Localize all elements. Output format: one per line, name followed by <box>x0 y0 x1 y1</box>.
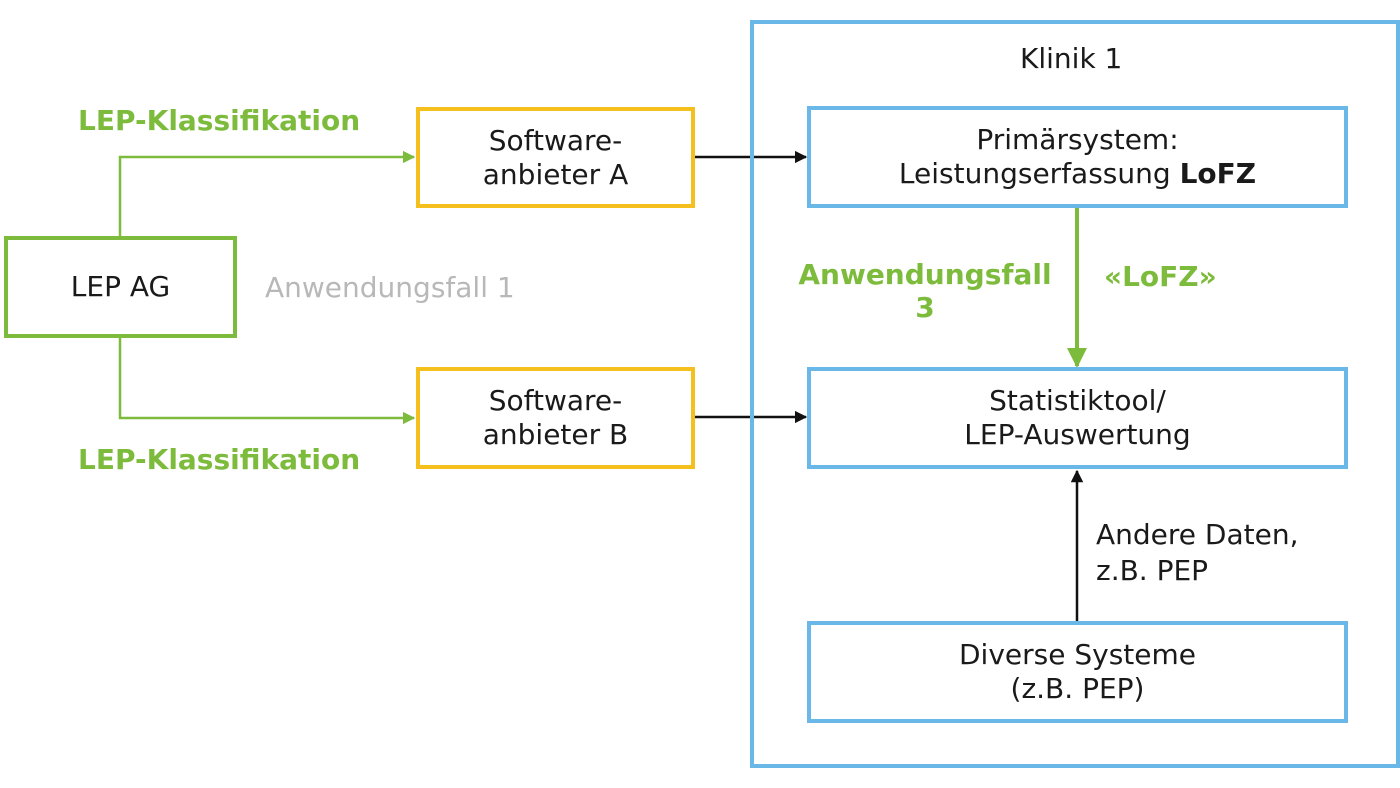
clinic-title: Klinik 1 <box>1020 42 1123 75</box>
primary-system-node: Primärsystem: Leistungserfassung LoFZ <box>807 106 1348 208</box>
primary-line1: Primärsystem: <box>976 123 1179 156</box>
vendor-b-node: Software- anbieter B <box>416 367 695 469</box>
other-data-line2: z.B. PEP <box>1096 554 1209 587</box>
classification-label-top: LEP-Klassifikation <box>78 104 361 137</box>
diverse-line2: (z.B. PEP) <box>1010 672 1145 705</box>
use-case-3-line1: Anwendungsfall <box>798 258 1052 291</box>
stats-line1: Statistiktool/ <box>989 384 1166 417</box>
vendor-a-node: Software- anbieter A <box>416 107 695 208</box>
use-case-3-line2: 3 <box>915 291 935 324</box>
vendor-b-line1: Software- <box>488 384 623 417</box>
primary-line2-text: Leistungserfassung <box>898 157 1171 190</box>
statistics-tool-node: Statistiktool/ LEP-Auswertung <box>807 367 1348 469</box>
diverse-systems-node: Diverse Systeme (z.B. PEP) <box>807 621 1348 723</box>
lep-ag-node: LEP AG <box>4 236 237 338</box>
diverse-line1: Diverse Systeme <box>958 638 1196 671</box>
primary-line2: Leistungserfassung LoFZ <box>899 157 1256 191</box>
arrow-lep-to-vendor-b <box>118 338 416 425</box>
classification-label-bottom: LEP-Klassifikation <box>78 443 361 476</box>
primary-line2-bold: LoFZ <box>1179 157 1257 190</box>
stats-line2: LEP-Auswertung <box>964 418 1191 451</box>
other-data-line1: Andere Daten, <box>1096 518 1299 551</box>
use-case-3-label: Anwendungsfall 3 <box>790 258 1060 324</box>
lep-ag-label: LEP AG <box>70 270 171 303</box>
vendor-a-line2: anbieter A <box>482 157 629 191</box>
vendor-a-line1: Software- <box>488 123 623 157</box>
use-case-1-label: Anwendungsfall 1 <box>265 271 515 304</box>
other-data-label: Andere Daten, z.B. PEP <box>1096 517 1299 589</box>
arrow-lep-to-vendor-a <box>118 150 416 236</box>
vendor-b-line2: anbieter B <box>482 418 629 451</box>
lofz-tag-label: «LoFZ» <box>1104 260 1217 293</box>
clinic-frame <box>750 20 1400 768</box>
